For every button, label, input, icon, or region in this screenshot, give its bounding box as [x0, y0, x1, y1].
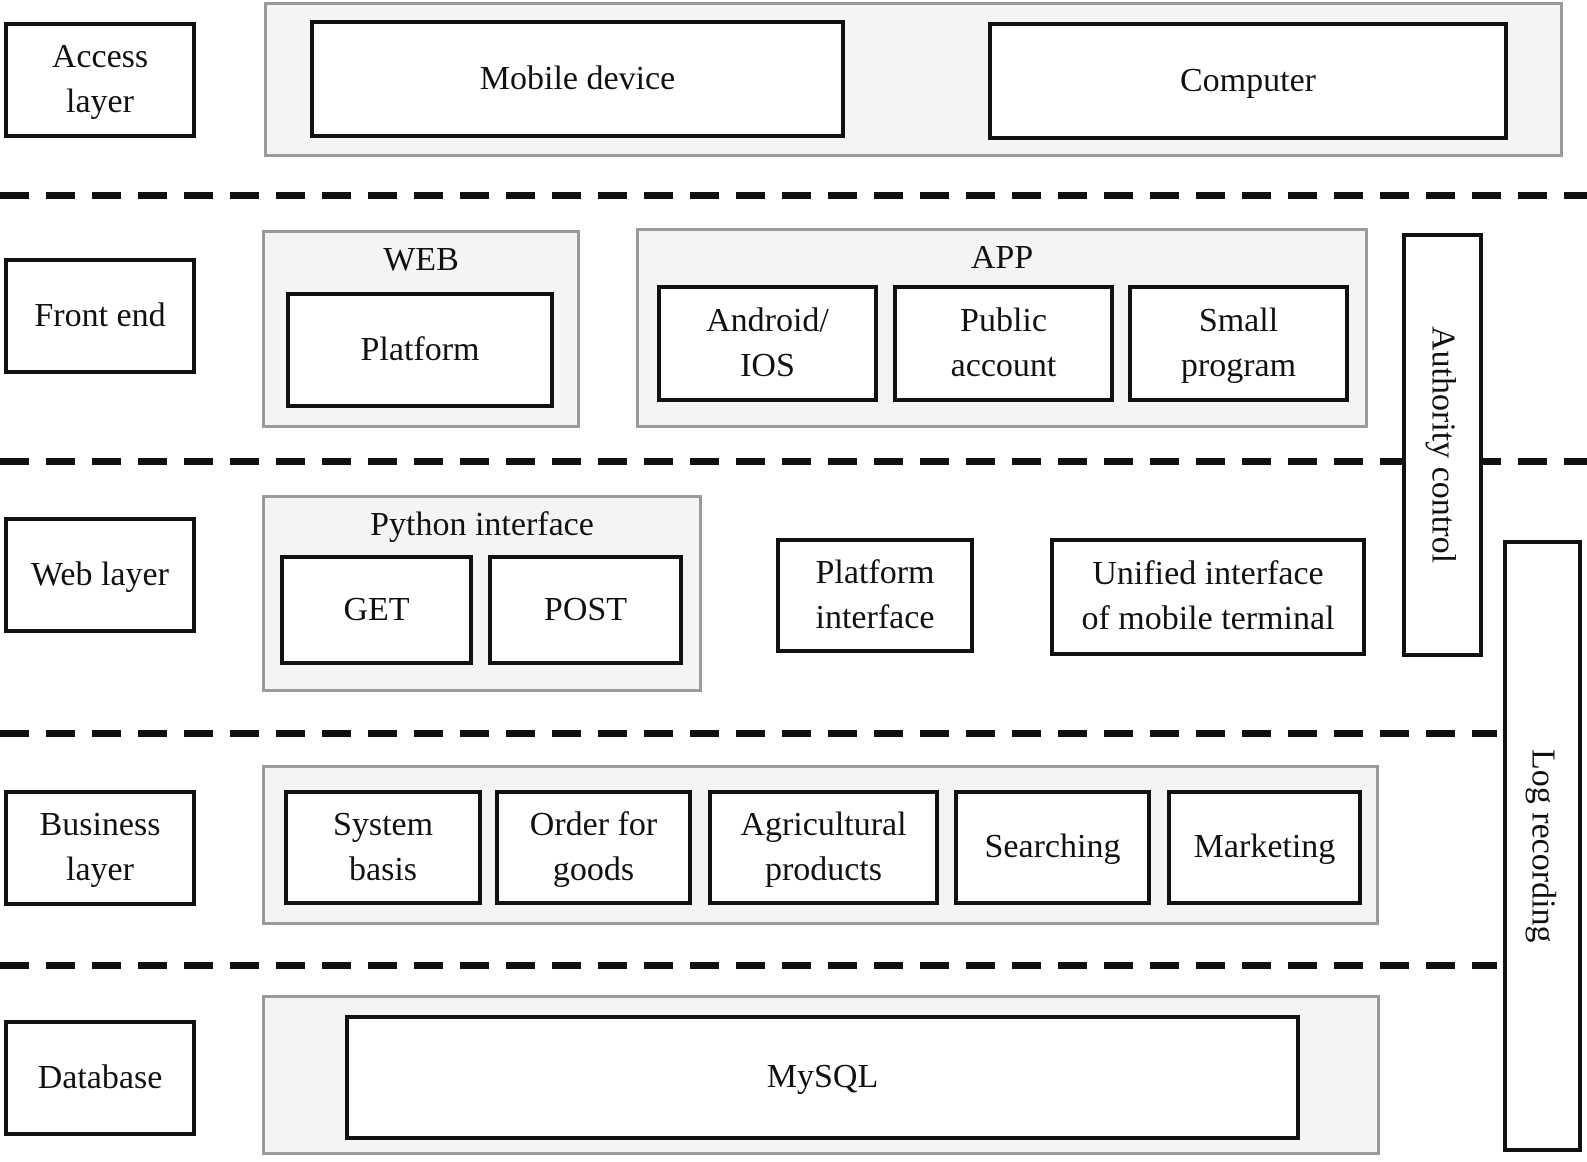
database-label-text: Database — [37, 1058, 163, 1096]
agricultural-products-text: Agricultural products — [740, 805, 907, 888]
log-recording-bar: Log recording — [1503, 540, 1582, 1152]
post-text: POST — [543, 590, 628, 628]
platform-interface-text: Platform interface — [815, 553, 935, 636]
searching-box: Searching — [954, 790, 1151, 905]
platform-text: Platform — [360, 330, 480, 368]
database-label: Database — [4, 1020, 196, 1136]
layer-divider-2 — [0, 458, 1587, 465]
android-ios-box: Android/ IOS — [657, 285, 878, 402]
frontend-label-text: Front end — [34, 296, 166, 334]
marketing-text: Marketing — [1193, 828, 1336, 866]
web-group-title: WEB — [383, 241, 459, 278]
system-basis-text: System basis — [332, 805, 434, 888]
authority-control-text: Authority control — [1424, 326, 1462, 564]
layer-divider-3 — [0, 730, 1497, 737]
searching-text: Searching — [984, 828, 1121, 866]
platform-box: Platform — [286, 292, 554, 408]
small-program-box: Small program — [1128, 285, 1349, 402]
mysql-text: MySQL — [766, 1058, 879, 1096]
python-interface-title: Python interface — [370, 506, 594, 543]
platform-interface-box: Platform interface — [776, 538, 974, 653]
order-goods-text: Order for goods — [529, 805, 658, 888]
marketing-box: Marketing — [1167, 790, 1362, 905]
get-text: GET — [343, 590, 410, 628]
authority-control-bar: Authority control — [1402, 233, 1483, 657]
android-ios-text: Android/ IOS — [706, 301, 829, 384]
weblayer-label: Web layer — [4, 517, 196, 633]
log-recording-text: Log recording — [1524, 749, 1562, 943]
mysql-box: MySQL — [345, 1015, 1300, 1140]
unified-interface-box: Unified interface of mobile terminal — [1050, 538, 1366, 656]
frontend-label: Front end — [4, 258, 196, 374]
computer-text: Computer — [1180, 61, 1316, 99]
computer-box: Computer — [988, 22, 1508, 140]
get-box: GET — [280, 555, 473, 665]
layer-divider-4 — [0, 962, 1497, 969]
unified-interface-text: Unified interface of mobile terminal — [1081, 555, 1335, 637]
public-account-box: Public account — [893, 285, 1114, 402]
business-label-text: Business layer — [39, 806, 161, 888]
weblayer-label-text: Web layer — [31, 555, 169, 593]
access-layer-label-text: Access layer — [51, 38, 149, 120]
public-account-text: Public account — [950, 301, 1057, 384]
small-program-text: Small program — [1180, 301, 1297, 384]
mobile-device-box: Mobile device — [310, 20, 845, 138]
agricultural-products-box: Agricultural products — [708, 790, 939, 905]
access-layer-label: Access layer — [4, 22, 196, 138]
system-basis-box: System basis — [284, 790, 482, 905]
mobile-device-text: Mobile device — [479, 59, 676, 97]
app-group-title: APP — [970, 239, 1034, 276]
layer-divider-1 — [0, 192, 1587, 199]
post-box: POST — [488, 555, 683, 665]
business-label: Business layer — [4, 790, 196, 906]
order-goods-box: Order for goods — [495, 790, 692, 905]
